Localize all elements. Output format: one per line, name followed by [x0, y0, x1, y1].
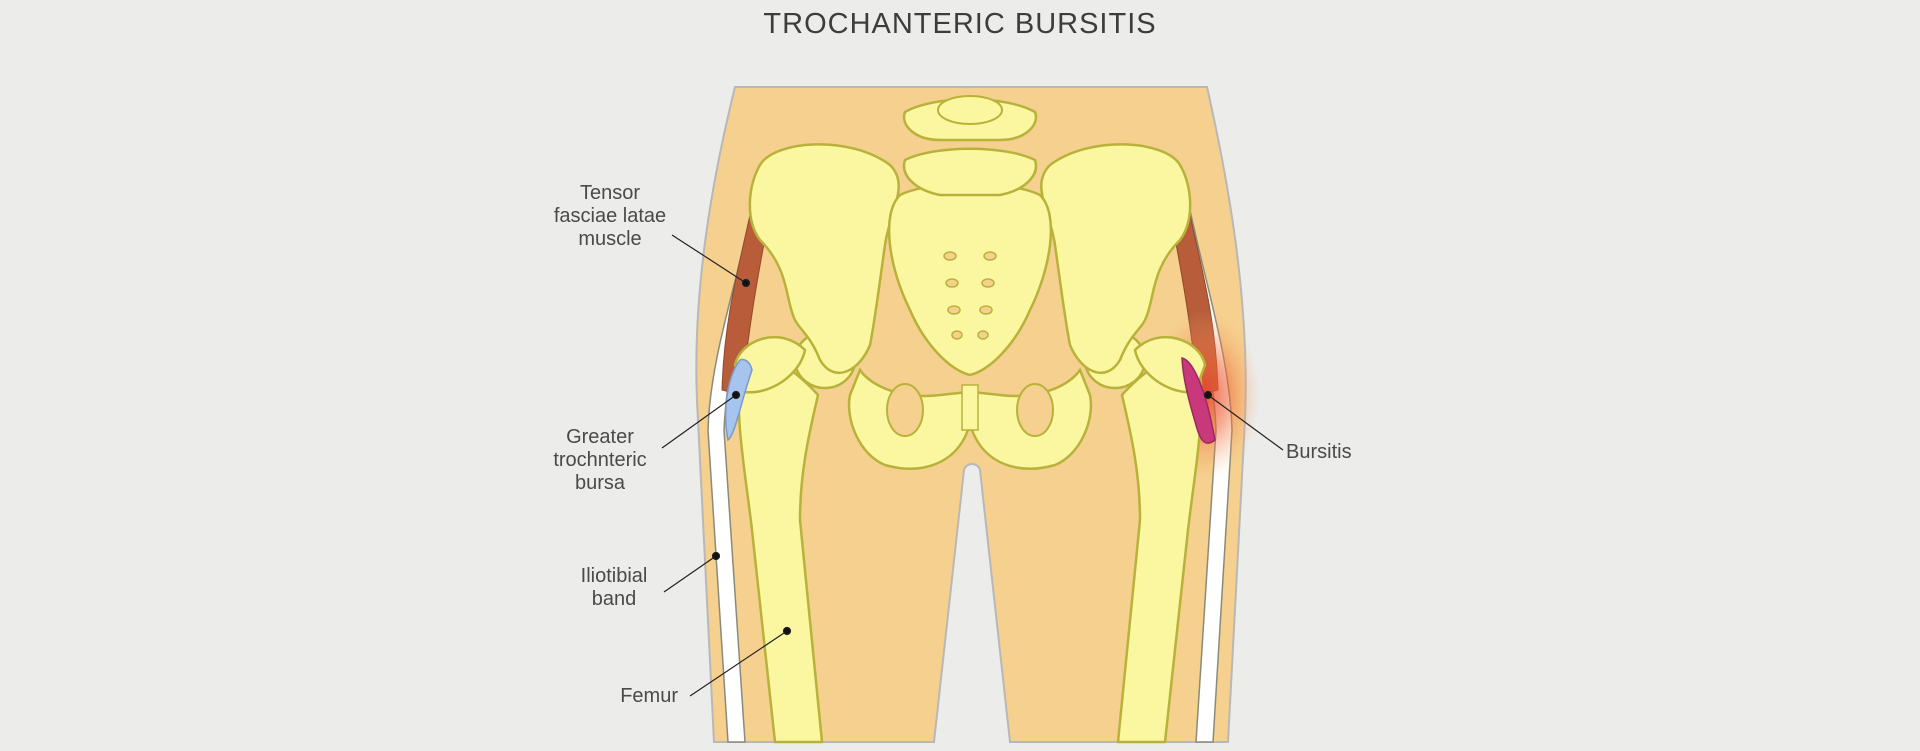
- tensor-leader-dot: [741, 278, 751, 288]
- left-obturator-foramen: [886, 383, 924, 437]
- right-obturator-foramen: [1016, 383, 1054, 437]
- pubic-symphysis: [961, 384, 979, 431]
- bursitis-leader-dot: [1203, 390, 1213, 400]
- tensor-fasciae-latae-label: Tensor fasciae latae muscle: [553, 182, 667, 250]
- greater-trochanteric-bursa-label: Greater trochnteric bursa: [553, 426, 647, 494]
- femur-leader-line: [689, 630, 788, 697]
- bursitis-label: Bursitis: [1286, 441, 1352, 463]
- diagram-title: TROCHANTERIC BURSITIS: [763, 8, 1157, 40]
- iliotibial-leader-line: [663, 555, 717, 593]
- right-bursa-inflamed: [1181, 357, 1216, 444]
- bursa-leader-line: [661, 394, 737, 449]
- left-greater-trochanter: [733, 335, 807, 394]
- bursitis-leader-line: [1207, 394, 1284, 451]
- tensor-leader-line: [671, 234, 747, 284]
- iliotibial-leader-dot: [711, 551, 721, 561]
- femur-leader-dot: [782, 626, 792, 636]
- sacral-foramina: [943, 251, 997, 340]
- lumbar-vertebra-lower: [902, 147, 1038, 197]
- right-ilium: [1040, 143, 1192, 374]
- iliotibial-band-label: Iliotibial band: [580, 565, 648, 610]
- femur-label: Femur: [620, 685, 678, 707]
- left-bursa-normal: [724, 358, 753, 442]
- vertebral-body-top: [937, 95, 1003, 125]
- bursa-leader-dot: [731, 390, 741, 400]
- leader-lines: [661, 234, 1284, 697]
- left-ilium: [748, 143, 900, 374]
